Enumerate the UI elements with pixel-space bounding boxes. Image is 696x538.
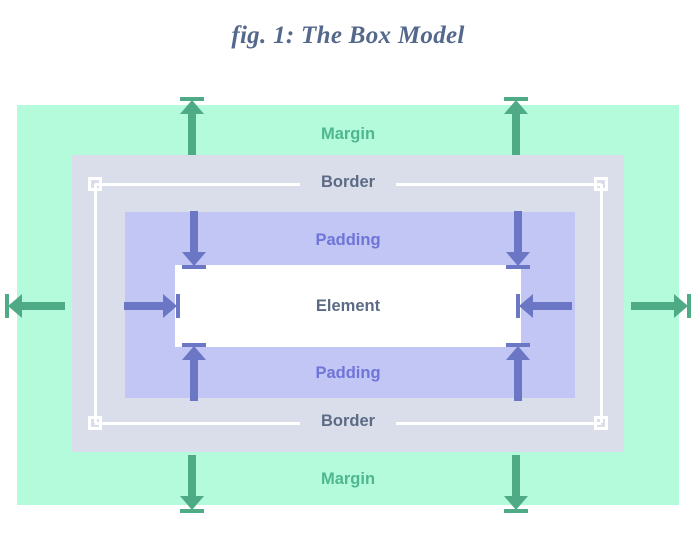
arrow-head bbox=[8, 294, 22, 318]
arrow-cap bbox=[687, 294, 691, 318]
figure-title: fig. 1: The Box Model bbox=[231, 22, 465, 49]
arrow-shaft bbox=[188, 112, 196, 155]
padding-arrow-bottom-right bbox=[506, 343, 530, 401]
arrow-cap bbox=[506, 343, 530, 347]
border-rule-right bbox=[396, 182, 601, 186]
arrow-shaft bbox=[512, 455, 520, 498]
arrow-shaft bbox=[188, 455, 196, 498]
arrow-head bbox=[182, 346, 206, 360]
padding-arrow-right bbox=[516, 294, 572, 318]
arrow-cap bbox=[176, 294, 180, 318]
border-guide-right-connector bbox=[599, 184, 603, 423]
border-guide-left-connector bbox=[93, 184, 97, 423]
margin-arrow-top-right bbox=[504, 97, 528, 155]
arrow-cap bbox=[504, 509, 528, 513]
padding-arrow-top-right bbox=[506, 211, 530, 269]
margin-arrow-right bbox=[631, 294, 691, 318]
margin-arrow-top-left bbox=[180, 97, 204, 155]
border-rule-right-bottom bbox=[396, 421, 601, 425]
border-rule-left bbox=[95, 182, 300, 186]
margin-arrow-bottom-left bbox=[180, 455, 204, 513]
padding-label-bottom: Padding bbox=[315, 364, 381, 382]
resize-handle-bottom-left[interactable] bbox=[88, 416, 102, 430]
arrow-shaft bbox=[20, 302, 65, 310]
border-rule-left-bottom bbox=[95, 421, 300, 425]
box-model-diagram: Border Border Margin Margin Padding Padd… bbox=[5, 97, 691, 513]
arrow-head bbox=[506, 346, 530, 360]
arrow-cap bbox=[516, 294, 520, 318]
resize-handle-top-right[interactable] bbox=[594, 177, 608, 191]
arrow-head bbox=[674, 294, 688, 318]
arrow-shaft bbox=[531, 302, 572, 310]
element-region bbox=[175, 265, 521, 347]
padding-arrow-bottom-left bbox=[182, 343, 206, 401]
arrow-head bbox=[182, 252, 206, 266]
arrow-cap bbox=[182, 265, 206, 269]
arrow-head bbox=[180, 496, 204, 510]
resize-handle-top-left[interactable] bbox=[88, 177, 102, 191]
margin-label-bottom: Margin bbox=[320, 470, 376, 488]
arrow-head bbox=[519, 294, 533, 318]
arrow-cap bbox=[5, 294, 9, 318]
arrow-shaft bbox=[631, 302, 676, 310]
arrow-head bbox=[504, 496, 528, 510]
arrow-head bbox=[180, 100, 204, 114]
arrow-cap bbox=[180, 509, 204, 513]
arrow-head bbox=[504, 100, 528, 114]
arrow-shaft bbox=[512, 112, 520, 155]
arrow-shaft bbox=[190, 358, 198, 401]
arrow-shaft bbox=[514, 358, 522, 401]
arrow-shaft bbox=[514, 211, 522, 254]
arrow-cap bbox=[506, 265, 530, 269]
arrow-cap bbox=[182, 343, 206, 347]
padding-arrow-top-left bbox=[182, 211, 206, 269]
border-label-bottom: Border bbox=[320, 412, 376, 430]
element-label: Element bbox=[315, 297, 381, 315]
margin-arrow-left bbox=[5, 294, 65, 318]
arrow-cap bbox=[180, 97, 204, 101]
arrow-head bbox=[506, 252, 530, 266]
arrow-shaft bbox=[190, 211, 198, 254]
padding-arrow-left bbox=[124, 294, 180, 318]
margin-label-top: Margin bbox=[320, 125, 376, 143]
arrow-cap bbox=[504, 97, 528, 101]
resize-handle-bottom-right[interactable] bbox=[594, 416, 608, 430]
border-label-top: Border bbox=[320, 173, 376, 191]
arrow-head bbox=[163, 294, 177, 318]
arrow-shaft bbox=[124, 302, 165, 310]
margin-arrow-bottom-right bbox=[504, 455, 528, 513]
padding-label-top: Padding bbox=[315, 231, 381, 249]
